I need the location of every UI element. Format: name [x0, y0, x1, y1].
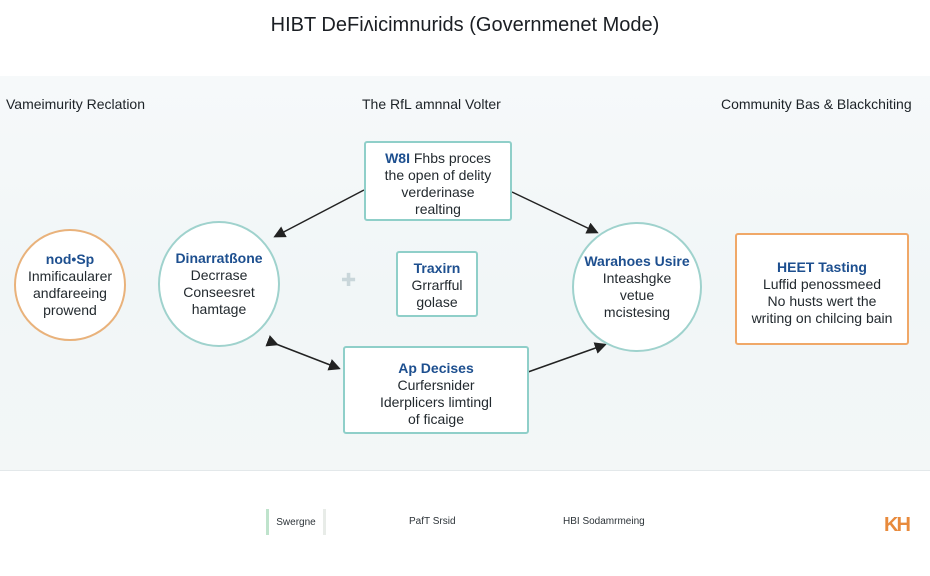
footer-item-3[interactable]: HBI Sodamrmeing	[563, 516, 645, 527]
node-mid-left-line-3: hamtage	[191, 301, 247, 317]
node-bottom-heading: Ap Decises	[398, 360, 474, 376]
footer-item-1[interactable]: Swergne	[276, 516, 316, 528]
node-bottom-line-1: Curfersnider	[397, 377, 475, 393]
node-bottom-box: Ap Decises Curfersnider Iderplicers limt…	[343, 346, 529, 434]
node-mid-right-line-3: mcistesing	[603, 304, 671, 320]
node-mid-left-line-2: Conseesret	[183, 284, 255, 300]
node-top-heading: W8I	[385, 150, 410, 166]
node-top-line-2: verderinase	[401, 184, 475, 200]
node-left-line-2: andfareeing	[33, 285, 107, 301]
node-right-box: HEET Tasting Luffid penossmeed No husts …	[735, 233, 909, 345]
node-top-line-1: the open of delity	[384, 167, 492, 183]
section-title-center: The RfL amnnal Volter	[362, 96, 501, 112]
node-mid-right-circle: Warahoes Usire Inteashgke vetue mcistesi…	[572, 222, 702, 352]
plus-icon: ✚	[341, 270, 357, 290]
node-mid-right-heading: Warahoes Usire	[584, 253, 690, 269]
node-center-box: Traxirn Grrarfful golase	[396, 251, 478, 317]
section-title-left: Vameimurity Reclation	[6, 96, 146, 112]
node-right-line-2: No husts wert the	[767, 293, 877, 309]
footer-item-1-frame[interactable]: Swergne	[266, 509, 326, 535]
node-center-line-2: golase	[416, 294, 458, 310]
section-title-right: Community Bas & Blackchiting	[721, 96, 912, 112]
brand-logo: KH	[884, 514, 911, 536]
node-mid-left-line-1: Decrrase	[190, 267, 248, 283]
node-left-line-1: Inmificaularer	[27, 268, 113, 284]
node-bottom-line-2: Iderplicers limtingl	[379, 394, 493, 410]
node-center-heading: Traxirn	[413, 260, 461, 276]
node-top-heading-rest: Fhbs proces	[413, 150, 491, 166]
node-top-line-3: realting	[415, 201, 461, 217]
footer-divider	[0, 470, 930, 471]
node-bottom-line-3: of ficaige	[407, 411, 465, 427]
page-title: HIBT DeFiʌicimnurids (Governmenet Mode)	[270, 14, 660, 36]
node-top-box: W8I Fhbs proces the open of delity verde…	[364, 141, 512, 221]
node-center-line-1: Grrarfful	[411, 277, 463, 293]
node-mid-right-line-1: Inteashgke	[602, 270, 672, 286]
node-right-line-1: Luffid penossmeed	[762, 276, 882, 292]
node-mid-left-circle: Dinarratßone Decrrase Conseesret hamtage	[158, 221, 280, 347]
node-left-line-3: prowend	[43, 302, 97, 318]
node-mid-left-heading: Dinarratßone	[175, 250, 263, 266]
node-right-heading: HEET Tasting	[777, 259, 867, 275]
node-left-circle: nod•Sp Inmificaularer andfareeing prowen…	[14, 229, 126, 341]
node-left-heading: nod•Sp	[45, 251, 95, 267]
footer-item-2[interactable]: PafT Srsid	[409, 516, 456, 527]
node-mid-right-line-2: vetue	[619, 287, 655, 303]
node-right-line-3: writing on chilcing bain	[751, 310, 893, 326]
